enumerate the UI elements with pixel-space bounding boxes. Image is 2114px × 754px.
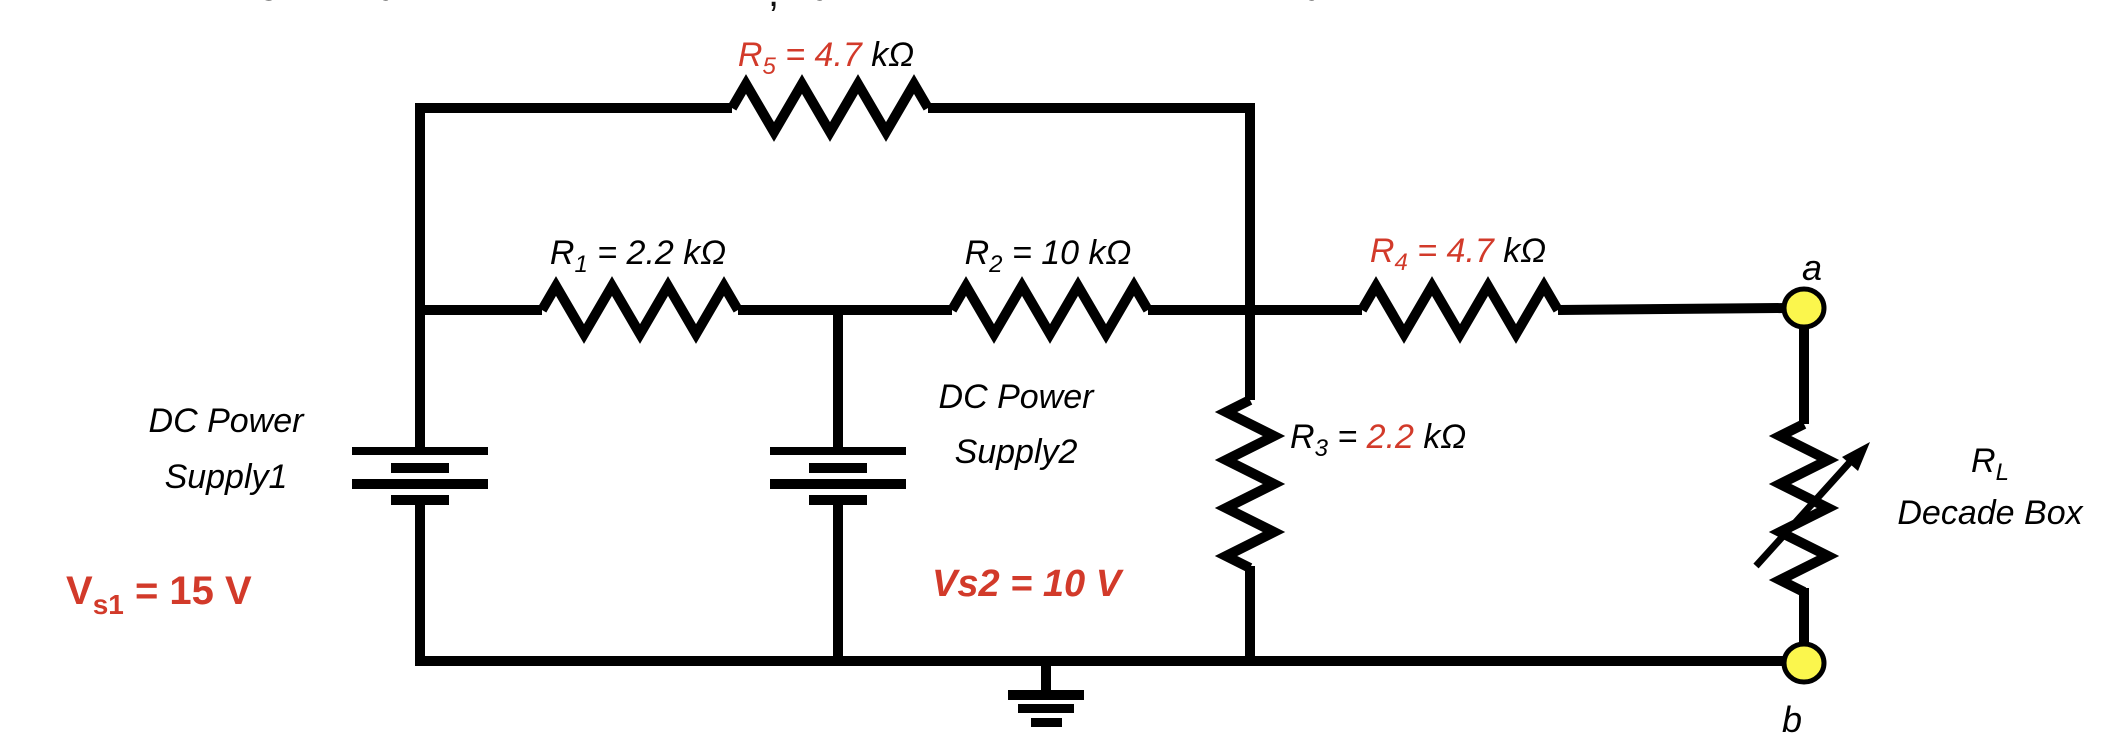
cropped-text-line: g y p p , y p p y bbox=[258, 0, 1328, 15]
cropped-text-fragment: y bbox=[816, 0, 836, 1]
ground-bar-short bbox=[1031, 718, 1062, 727]
wires bbox=[415, 103, 1809, 690]
label-load-name: RL bbox=[1971, 442, 2009, 486]
label-node-b: b bbox=[1782, 699, 1802, 740]
variable-resistor-arrow-head bbox=[1842, 442, 1870, 471]
cropped-text-fragment: y bbox=[382, 0, 402, 1]
battery-plate-short bbox=[809, 463, 867, 473]
label-r5: R5 = 4.7 kΩ bbox=[738, 36, 914, 80]
label-load-type: Decade Box bbox=[1897, 494, 2083, 532]
ground-icon bbox=[1008, 690, 1084, 727]
label-supply1-line1: DC Power bbox=[149, 402, 306, 440]
label-supply2-line2: Supply2 bbox=[955, 433, 1078, 471]
resistor-r1-symbol bbox=[537, 276, 743, 344]
wire-top-left bbox=[415, 103, 732, 451]
terminal-node-a bbox=[1781, 286, 1827, 330]
label-supply2-line1: DC Power bbox=[939, 378, 1096, 416]
ground-bar-long bbox=[1008, 690, 1084, 700]
battery-plate-short bbox=[391, 495, 449, 505]
label-supply1-line2: Supply1 bbox=[165, 458, 288, 496]
resistor-load-symbol bbox=[1768, 419, 1840, 597]
battery-plate-long bbox=[770, 447, 906, 455]
cropped-text-fragment: , bbox=[768, 0, 779, 15]
resistor-r2-symbol bbox=[947, 276, 1153, 344]
resistor-symbols bbox=[537, 74, 1870, 597]
label-r2: R2 = 10 kΩ bbox=[965, 234, 1132, 278]
label-node-a: a bbox=[1802, 247, 1822, 288]
battery-plate-long bbox=[352, 479, 488, 489]
label-r4: R4 = 4.7 kΩ bbox=[1370, 232, 1546, 276]
battery-symbol-supply2 bbox=[770, 447, 906, 505]
battery-plate-short bbox=[391, 463, 449, 473]
label-vs1: Vs1 = 15 V bbox=[66, 569, 252, 620]
battery-symbol-supply1 bbox=[352, 447, 488, 505]
wire-mid-4 bbox=[1557, 303, 1787, 315]
battery-plate-long bbox=[770, 479, 906, 489]
variable-resistor-arrow-shaft bbox=[1753, 459, 1853, 569]
label-vs2: Vs2 = 10 V bbox=[932, 563, 1124, 605]
label-r3: R3 = 2.2 kΩ bbox=[1290, 418, 1466, 462]
battery-plate-short bbox=[809, 495, 867, 505]
wire-top-right bbox=[928, 103, 1255, 310]
resistor-r4-symbol bbox=[1357, 276, 1563, 344]
label-r1: R1 = 2.2 kΩ bbox=[550, 234, 726, 278]
ground-bar-mid bbox=[1018, 704, 1074, 713]
cropped-text-fragment: g bbox=[258, 0, 280, 1]
cropped-text-fragment: y bbox=[1308, 0, 1328, 1]
battery-plate-long bbox=[352, 447, 488, 455]
resistor-r3-symbol bbox=[1214, 395, 1286, 573]
terminal-node-b bbox=[1781, 641, 1827, 685]
resistor-r5-symbol bbox=[727, 74, 933, 142]
